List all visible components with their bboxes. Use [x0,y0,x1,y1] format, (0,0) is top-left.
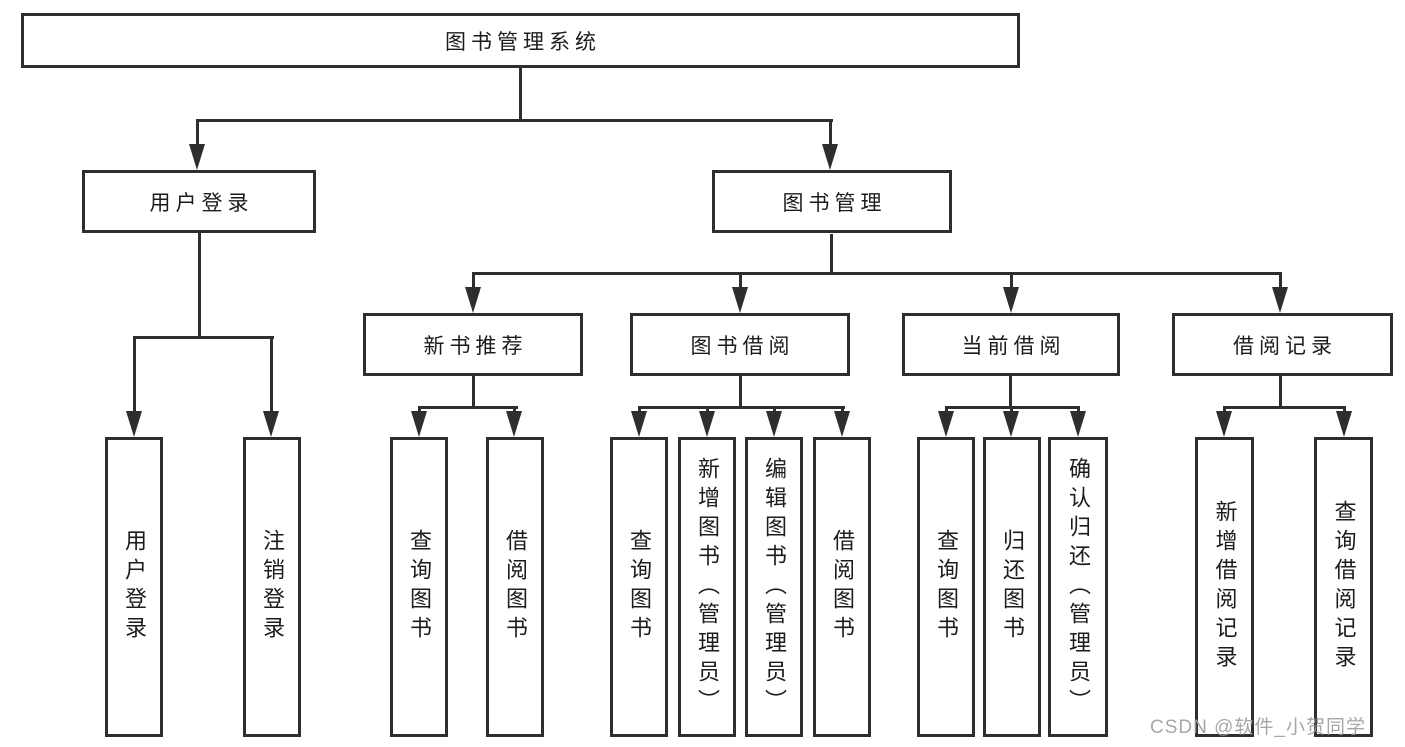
leaf-query-borrow-record: 查询借阅记录 [1314,437,1373,737]
arrow-down-icon [506,411,522,437]
connector-line [1279,376,1282,409]
node-library-management-system: 图书管理系统 [21,13,1020,68]
arrow-down-icon [1272,287,1288,313]
arrow-down-icon [411,411,427,437]
connector-line [1223,406,1226,415]
node-current-borrowing: 当前借阅 [902,313,1120,376]
arrow-down-icon [834,411,850,437]
connector-line [773,406,776,415]
connector-line [706,406,709,415]
arrow-down-icon [1003,411,1019,437]
connector-line [841,406,844,415]
leaf-logout: 注销登录 [243,437,301,737]
leaf-return-books: 归还图书 [983,437,1041,737]
connector-line [133,336,274,339]
arrow-down-icon [126,411,142,437]
connector-line [270,336,273,415]
node-book-borrowing: 图书借阅 [630,313,850,376]
arrow-down-icon [766,411,782,437]
connector-line [1343,406,1346,415]
connector-line [1223,406,1346,409]
connector-line [418,406,421,415]
arrow-down-icon [938,411,954,437]
arrow-down-icon [189,144,205,170]
connector-line [198,233,201,339]
connector-line [638,406,641,415]
connector-line [1009,376,1012,409]
connector-line [472,272,475,291]
connector-line [1077,406,1080,415]
node-user-login: 用户登录 [82,170,316,233]
node-new-book-recommendation: 新书推荐 [363,313,583,376]
connector-line [1279,272,1282,291]
connector-line [519,68,522,122]
connector-line [472,376,475,409]
leaf-add-borrow-record: 新增借阅记录 [1195,437,1254,737]
leaf-confirm-return-admin: 确认归还（管理员） [1048,437,1108,737]
connector-line [1010,406,1013,415]
connector-line [945,406,948,415]
arrow-down-icon [1216,411,1232,437]
connector-line [472,272,1282,275]
arrow-down-icon [263,411,279,437]
connector-line [133,336,136,415]
arrow-down-icon [732,287,748,313]
connector-line [829,119,832,148]
connector-line [830,234,833,275]
arrow-down-icon [1336,411,1352,437]
connector-line [739,376,742,409]
arrow-down-icon [631,411,647,437]
connector-line [739,272,742,291]
connector-line [196,119,199,148]
connector-line [1010,272,1013,291]
connector-line [196,119,833,122]
connector-line [513,406,516,415]
csdn-watermark: CSDN @软件_小贺同学 [1150,717,1366,738]
node-borrowing-records: 借阅记录 [1172,313,1393,376]
leaf-borrow-books: 借阅图书 [813,437,871,737]
leaf-add-books-admin: 新增图书（管理员） [678,437,736,737]
connector-line [638,406,845,409]
arrow-down-icon [699,411,715,437]
arrow-down-icon [822,144,838,170]
leaf-query-books-borrow: 查询图书 [610,437,668,737]
node-book-management: 图书管理 [712,170,952,233]
connector-line [418,406,518,409]
leaf-user-login: 用户登录 [105,437,163,737]
leaf-query-books-current: 查询图书 [917,437,975,737]
arrow-down-icon [465,287,481,313]
leaf-edit-books-admin: 编辑图书（管理员） [745,437,803,737]
leaf-borrow-books-recommend: 借阅图书 [486,437,544,737]
arrow-down-icon [1003,287,1019,313]
arrow-down-icon [1070,411,1086,437]
leaf-query-books-recommend: 查询图书 [390,437,448,737]
